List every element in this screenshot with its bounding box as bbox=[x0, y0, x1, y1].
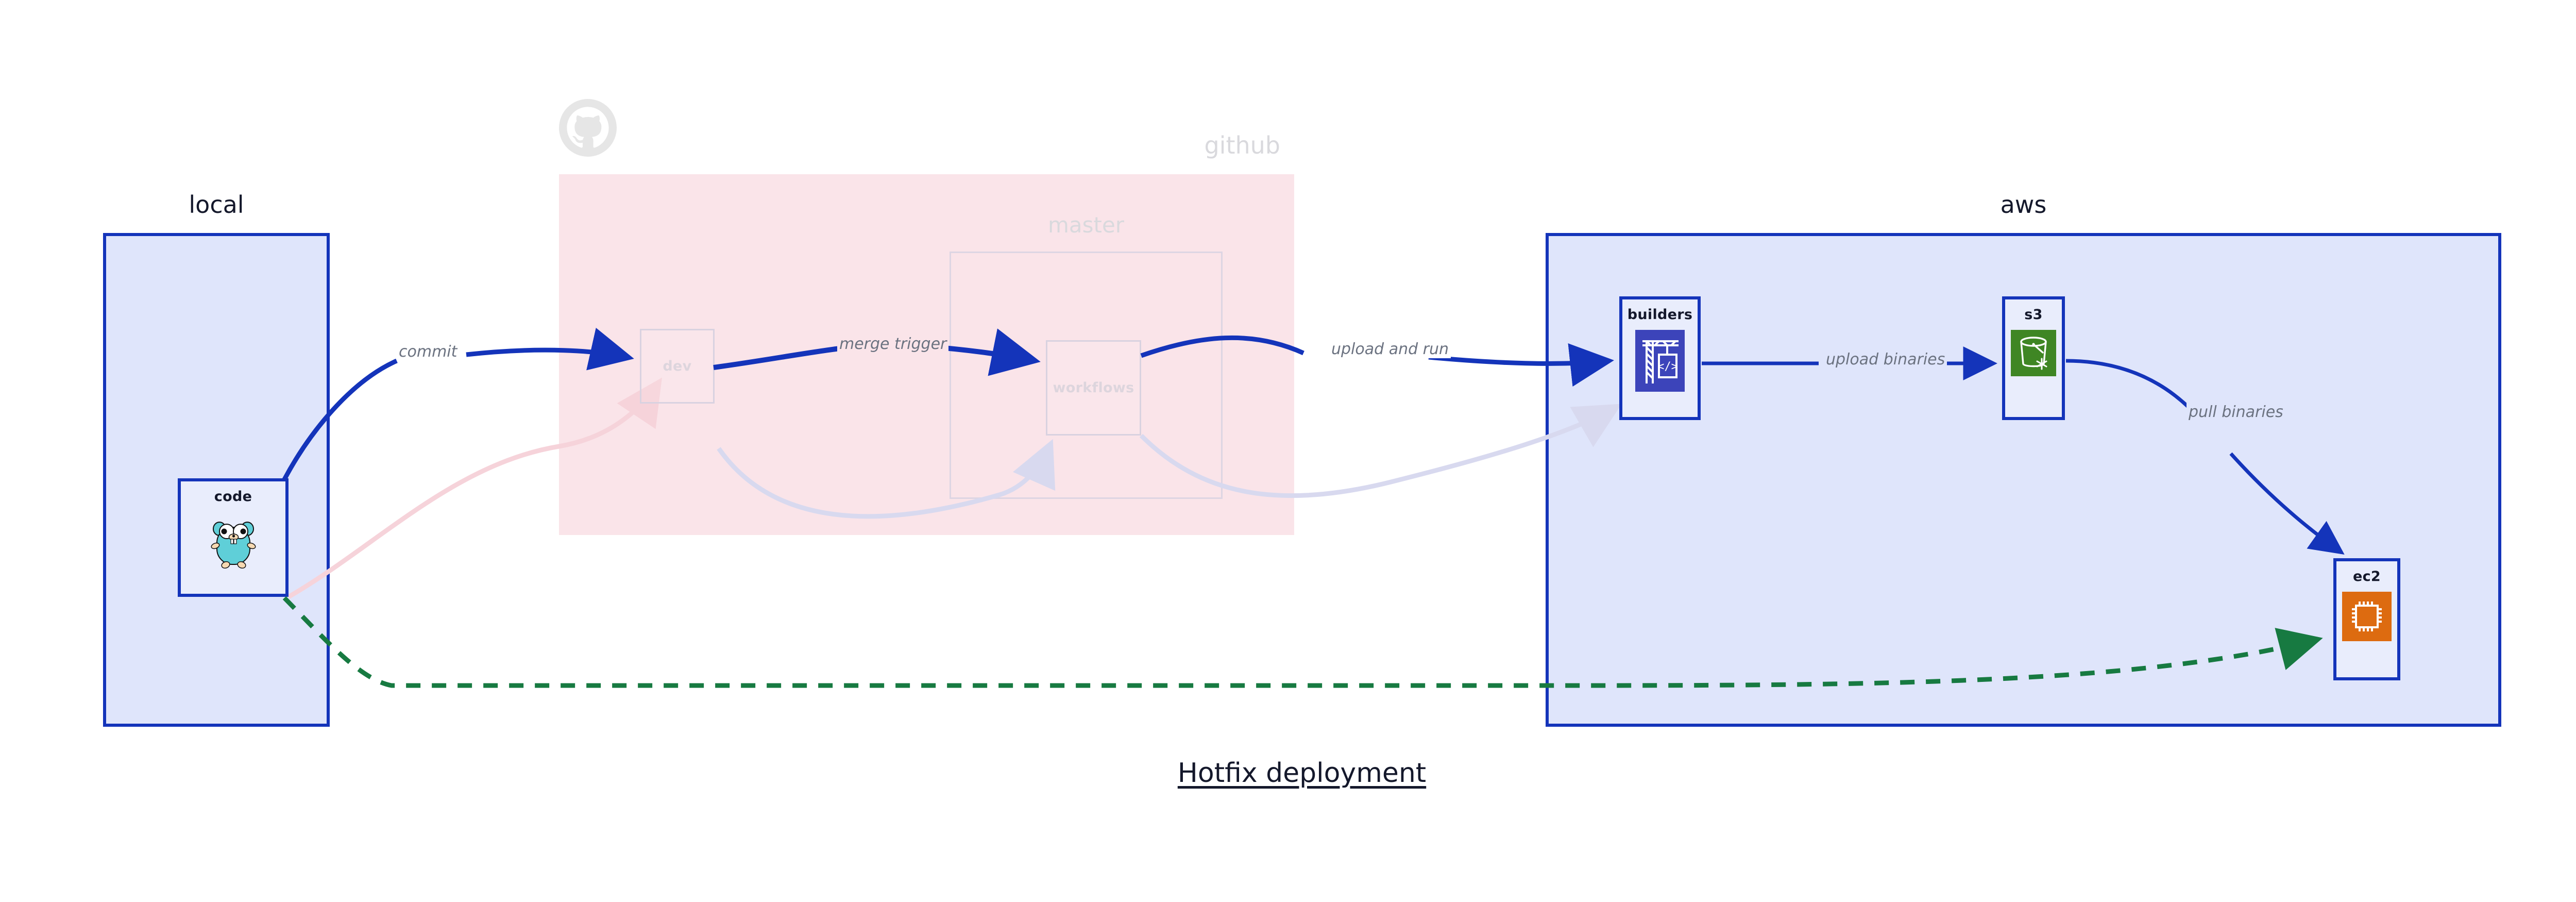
aws-s3-glacier-icon bbox=[2011, 330, 2056, 378]
edge-label-upload-and-run: upload and run bbox=[1329, 340, 1451, 358]
node-workflows[interactable]: workflows bbox=[1046, 340, 1141, 436]
cluster-title-local: local bbox=[189, 191, 244, 219]
node-code[interactable]: code bbox=[178, 478, 289, 597]
node-label-ec2: ec2 bbox=[2352, 569, 2381, 584]
aws-ec2-icon bbox=[2342, 592, 2392, 643]
edge-label-pull-binaries: pull binaries bbox=[2187, 403, 2285, 421]
cluster-title-aws: aws bbox=[2000, 191, 2047, 219]
edge-label-commit: commit bbox=[397, 343, 460, 361]
go-gopher-icon bbox=[202, 512, 264, 576]
github-octocat-icon bbox=[559, 99, 617, 157]
cluster-title-github: github bbox=[1204, 131, 1280, 159]
aws-codebuild-icon: </> bbox=[1635, 330, 1685, 394]
node-label-s3: s3 bbox=[2024, 307, 2043, 323]
node-label-code: code bbox=[214, 489, 252, 505]
node-ec2[interactable]: ec2 bbox=[2333, 558, 2400, 680]
node-label-dev: dev bbox=[663, 358, 692, 374]
node-label-builders: builders bbox=[1627, 307, 1693, 323]
cluster-master bbox=[950, 252, 1223, 499]
node-s3[interactable]: s3 bbox=[2002, 296, 2065, 420]
edge-label-upload-binaries: upload binaries bbox=[1824, 350, 1947, 369]
cluster-title-master: master bbox=[1047, 212, 1125, 238]
edge-label-merge-trigger: merge trigger bbox=[837, 335, 949, 353]
figure-title: Hotfix deployment bbox=[1177, 758, 1427, 789]
svg-text:</>: </> bbox=[1657, 360, 1678, 373]
node-label-workflows: workflows bbox=[1053, 380, 1134, 396]
node-builders[interactable]: builders </> bbox=[1619, 296, 1701, 420]
node-dev[interactable]: dev bbox=[640, 329, 715, 404]
